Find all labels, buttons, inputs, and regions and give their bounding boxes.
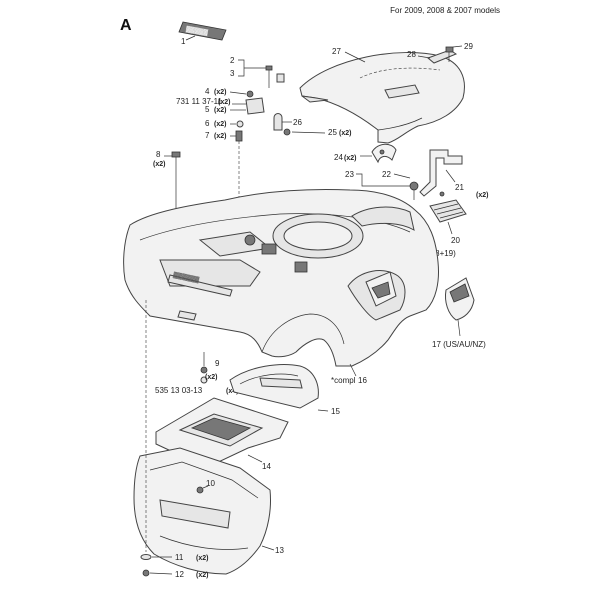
callout-8: 8 [156, 150, 161, 159]
part-4-screw [246, 90, 254, 98]
callout-18-19: (18+19) [428, 249, 456, 258]
callout-4: 4 [205, 87, 210, 96]
callout-5-qty: (x2) [214, 107, 226, 114]
part-5-bracket [245, 97, 265, 115]
callout-26: 26 [293, 118, 302, 127]
part-12-screw [142, 569, 150, 577]
callout-10: 10 [206, 479, 215, 488]
part-27-top-cover [299, 52, 465, 144]
part-25-screw [283, 128, 291, 136]
part-20-plate [429, 199, 467, 223]
part-1-decal: ▓▓▓▓▓ [178, 21, 227, 41]
callout-5-partnumber: 731 11 37-11 [176, 97, 223, 106]
part-7-spacer [235, 130, 243, 142]
part-15-trim [229, 364, 319, 409]
callout-27: 27 [332, 47, 341, 56]
callout-25: 25 [328, 128, 337, 137]
callout-29: 29 [464, 42, 473, 51]
callout-21-qty: (x2) [476, 192, 488, 199]
callout-11: 11 [175, 553, 184, 562]
callout-3: 3 [230, 69, 235, 78]
callout-5: 5 [205, 105, 210, 114]
callout-7-qty: (x2) [214, 133, 226, 140]
callout-7: 7 [205, 131, 210, 140]
part-10-screw [196, 486, 204, 494]
part-2-bolt [265, 65, 273, 88]
callout-20: 20 [451, 236, 460, 245]
callout-11-qty: (x2) [196, 555, 208, 562]
part-11-washer [140, 554, 152, 560]
callout-15: 15 [331, 407, 340, 416]
callout-24-qty: (x2) [344, 155, 356, 162]
model-note: For 2009, 2008 & 2007 models [390, 6, 500, 15]
part-22-bolt [409, 181, 419, 200]
callout-4-qty: (x2) [214, 89, 226, 96]
callout-8-qty: (x2) [153, 161, 165, 168]
svg-text:▓▓▓▓▓: ▓▓▓▓▓ [186, 26, 209, 37]
callout-12-qty: (x2) [196, 572, 208, 579]
callout-9-partnumber-qty: (x4) [226, 388, 238, 395]
callout-24: 24 [334, 153, 343, 162]
part-3-nut [276, 73, 285, 83]
callout-17: 17 (US/AU/NZ) [432, 340, 486, 349]
callout-28: 28 [407, 50, 416, 59]
part-24-handle-bracket [371, 143, 397, 164]
part-17-warning-decal [445, 277, 475, 321]
callout-5-partnumber-qty: (x2) [218, 99, 230, 106]
part-9-screw [200, 366, 208, 384]
part-26-clip [273, 113, 283, 131]
callout-16: 16 [358, 376, 367, 385]
callout-22: 22 [382, 170, 391, 179]
part-6-washer [236, 120, 244, 128]
part-21-bracket [419, 149, 463, 197]
callout-13: 13 [275, 546, 284, 555]
callout-12: 12 [175, 570, 184, 579]
callout-23: 23 [345, 170, 354, 179]
part-29-screw [445, 46, 454, 62]
callout-21: 21 [455, 183, 464, 192]
callout-16-compl: *compl [331, 376, 356, 385]
callout-9: 9 [215, 359, 220, 368]
callout-6-qty: (x2) [214, 121, 226, 128]
callout-6: 6 [205, 119, 210, 128]
callout-9-qty: (x2) [205, 374, 217, 381]
callout-25-qty: (x2) [339, 130, 351, 137]
callout-1: 1 [181, 37, 186, 46]
callout-2: 2 [230, 56, 235, 65]
part-16-body: ▓▓▓▓▓▓ [123, 188, 439, 367]
section-letter: A [120, 17, 132, 34]
part-14-panel [155, 397, 289, 467]
callout-14: 14 [262, 462, 271, 471]
part-13-front-bumper [133, 447, 271, 575]
callout-9-partnumber: 535 13 03-13 [155, 386, 203, 395]
